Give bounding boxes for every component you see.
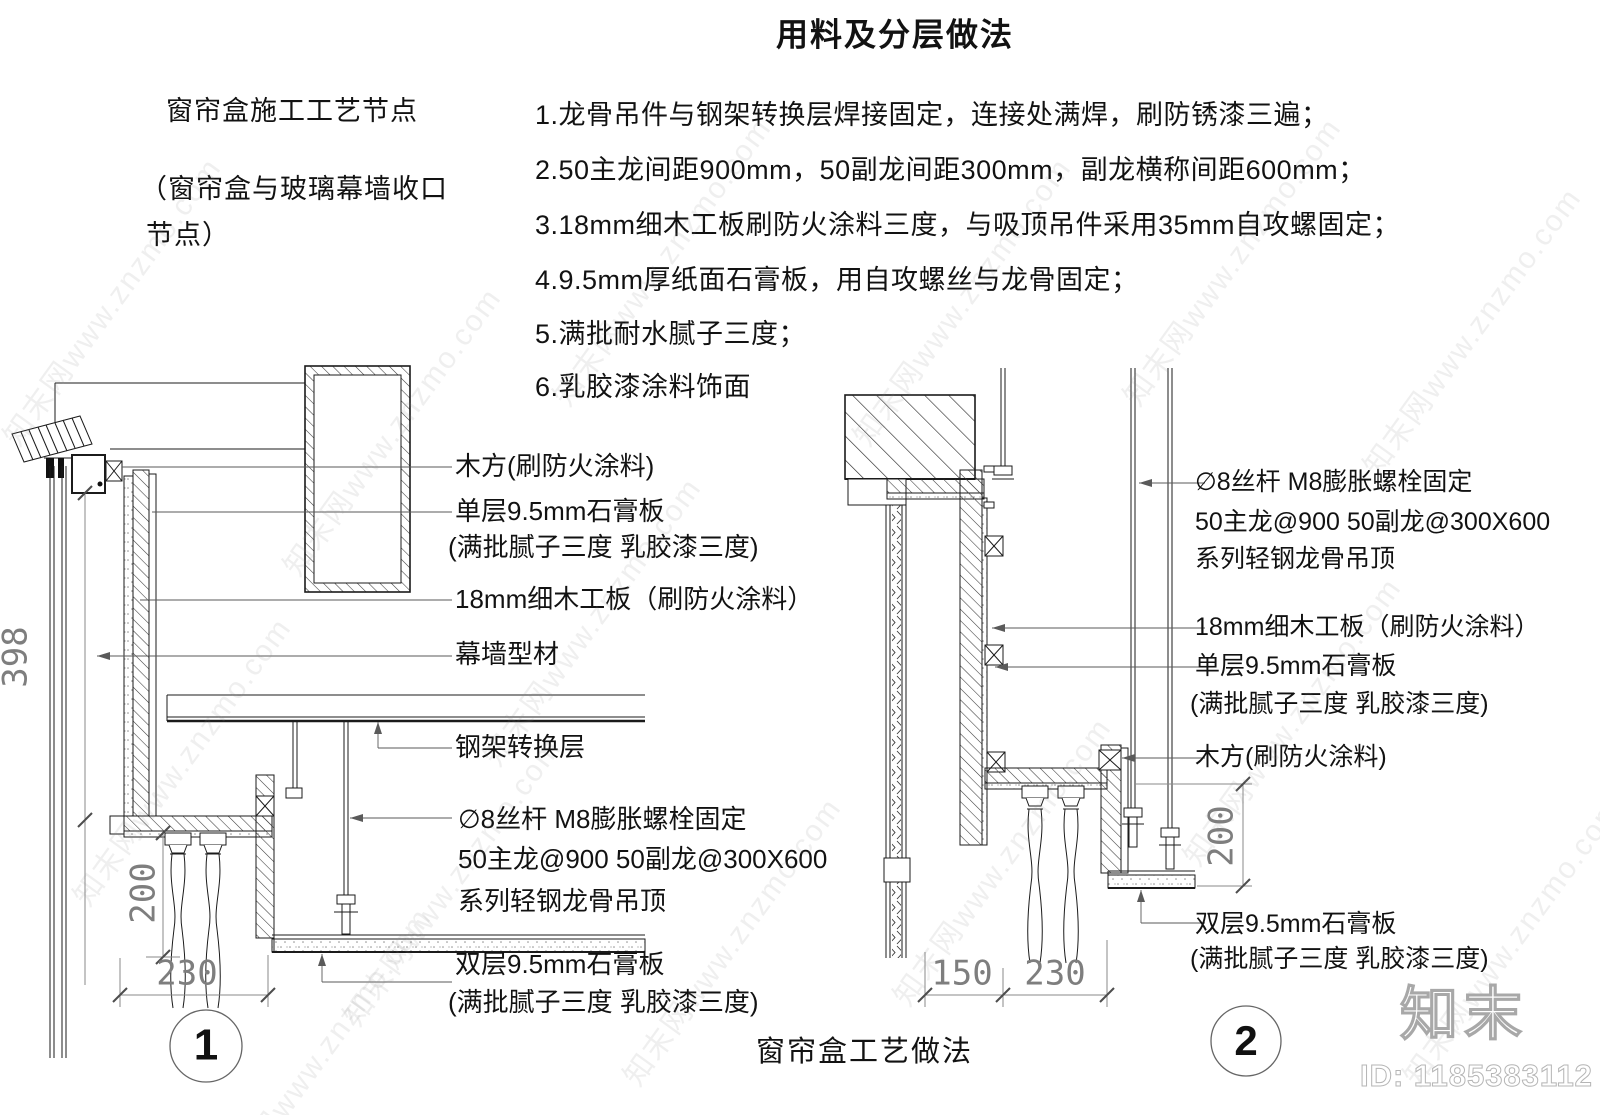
spec-note-1: 1.龙骨吊件与钢架转换层焊接固定，连接处满焊，刷防锈漆三遍； — [535, 100, 1329, 130]
d1-label-steel-transfer: 钢架转换层 — [455, 732, 586, 762]
d2-dim-150: 150 — [931, 953, 993, 994]
d1-label-double-gypsum: 双层9.5mm石膏板 — [455, 949, 665, 979]
spec-note-3: 3.18mm细木工板刷防火涂料三度，与吸顶吊件采用35mm自攻螺固定； — [535, 210, 1401, 240]
d1-dim-230: 230 — [156, 953, 218, 994]
spec-note-6: 6.乳胶漆涂料饰面 — [535, 372, 752, 402]
d1-label-single-gypsum: 单层9.5mm石膏板 — [455, 496, 665, 526]
detail-2-number: 2 — [1234, 1016, 1258, 1064]
sheet-caption: 窗帘盒工艺做法 — [756, 1036, 974, 1068]
sheet-title: 用料及分层做法 — [775, 16, 1015, 53]
d2-label-double-gypsum-note: (满批腻子三度 乳胶漆三度) — [1190, 945, 1489, 973]
d1-label-plywood: 18mm细木工板（刷防火涂料） — [455, 584, 814, 614]
detail-1-drawing — [11, 365, 646, 1083]
spec-note-4: 4.9.5mm厚纸面石膏板，用自攻螺丝与龙骨固定； — [535, 265, 1139, 295]
spec-note-5: 5.满批耐水腻子三度； — [535, 319, 807, 349]
d2-label-rod-line3: 系列轻钢龙骨吊顶 — [1195, 545, 1396, 573]
d1-label-wood-block: 木方(刷防火涂料) — [455, 451, 655, 481]
d1-label-rod-line2: 50主龙@900 50副龙@300X600 — [458, 844, 828, 874]
d2-label-rod-line2: 50主龙@900 50副龙@300X600 — [1195, 508, 1551, 536]
d2-label-wood-block: 木方(刷防火涂料) — [1195, 743, 1387, 771]
spec-note-2: 2.50主龙间距900mm，50副龙间距300mm，副龙横称间距600mm； — [535, 155, 1366, 185]
d2-label-single-gypsum: 单层9.5mm石膏板 — [1195, 652, 1397, 680]
d1-dim-398: 398 — [0, 626, 36, 688]
drawing-subtitle-line1: 窗帘盒施工工艺节点 — [166, 96, 418, 126]
d2-label-single-gypsum-note: (满批腻子三度 乳胶漆三度) — [1190, 690, 1489, 718]
d2-dim-200: 200 — [1201, 805, 1242, 867]
d1-label-double-gypsum-note: (满批腻子三度 乳胶漆三度) — [448, 987, 759, 1017]
d1-label-rod-line3: 系列轻钢龙骨吊顶 — [458, 886, 667, 916]
drawing-subtitle-line3: 节点） — [146, 220, 230, 250]
d2-dim-230: 230 — [1024, 953, 1086, 994]
site-logo: 知末 — [1399, 981, 1529, 1047]
d2-label-rod-line1: ∅8丝杆 M8膨胀螺栓固定 — [1195, 468, 1473, 496]
asset-id: ID: 1185383112 — [1360, 1058, 1593, 1094]
detail-1-number: 1 — [193, 1020, 219, 1070]
detail-2-drawing — [844, 368, 1282, 1077]
drawing-subtitle-line2: （窗帘盒与玻璃幕墙收口 — [140, 174, 448, 204]
d2-label-plywood: 18mm细木工板（刷防火涂料） — [1195, 613, 1540, 641]
d1-label-single-gypsum-note: (满批腻子三度 乳胶漆三度) — [448, 532, 759, 562]
d2-label-double-gypsum: 双层9.5mm石膏板 — [1195, 910, 1397, 938]
d1-dim-200: 200 — [123, 862, 164, 924]
d1-label-rod-line1: ∅8丝杆 M8膨胀螺栓固定 — [458, 804, 747, 834]
d1-label-mullion: 幕墙型材 — [455, 639, 560, 669]
